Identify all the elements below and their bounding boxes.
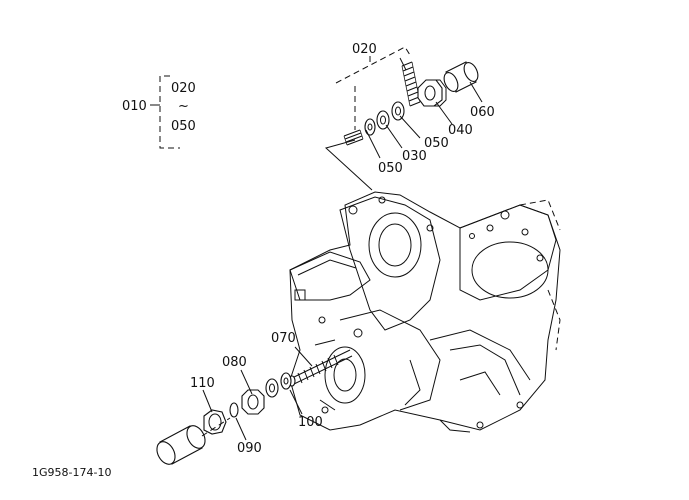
sleeve-060 bbox=[443, 61, 479, 93]
callout-020-range-start: 020 bbox=[171, 81, 196, 96]
range-tilde: ~ bbox=[178, 99, 189, 114]
lower-leaders: 070 080 110 090 100 bbox=[190, 331, 323, 456]
hex-nut-040 bbox=[417, 79, 447, 107]
callout-080: 080 bbox=[222, 355, 247, 370]
washer-030 bbox=[376, 110, 390, 130]
nut-080 bbox=[241, 389, 265, 415]
callout-090: 090 bbox=[237, 441, 262, 456]
callout-110: 110 bbox=[190, 376, 215, 391]
callout-100: 100 bbox=[298, 415, 323, 430]
engine-block bbox=[289, 191, 561, 433]
callout-070: 070 bbox=[271, 331, 296, 346]
washer-large bbox=[265, 378, 279, 398]
washer-1 bbox=[364, 118, 376, 136]
top-valve-parts bbox=[343, 57, 479, 146]
callout-050-outer: 050 bbox=[424, 136, 449, 151]
drawing-code: 1G958-174-10 bbox=[32, 466, 111, 479]
spring-long bbox=[399, 57, 421, 107]
cap-sleeve bbox=[156, 425, 206, 465]
callout-060: 060 bbox=[470, 105, 495, 120]
callout-020-group: 020 bbox=[352, 42, 377, 57]
washer-100 bbox=[280, 372, 292, 390]
washer-050 bbox=[391, 101, 405, 121]
callout-030: 030 bbox=[402, 149, 427, 164]
callout-050-inner: 050 bbox=[378, 161, 403, 176]
callout-040: 040 bbox=[448, 123, 473, 138]
callout-010: 010 bbox=[122, 99, 147, 114]
callout-050-range-end: 050 bbox=[171, 119, 196, 134]
callout-group-020: 020 bbox=[335, 42, 411, 130]
range-bracket-010: 010 020 ~ 050 bbox=[122, 75, 196, 149]
lower-valve-parts bbox=[156, 349, 353, 465]
washer-090 bbox=[229, 402, 239, 418]
plug-110 bbox=[203, 409, 227, 435]
top-leaders: 050 030 050 040 060 bbox=[324, 81, 495, 191]
spring-small bbox=[343, 129, 364, 146]
